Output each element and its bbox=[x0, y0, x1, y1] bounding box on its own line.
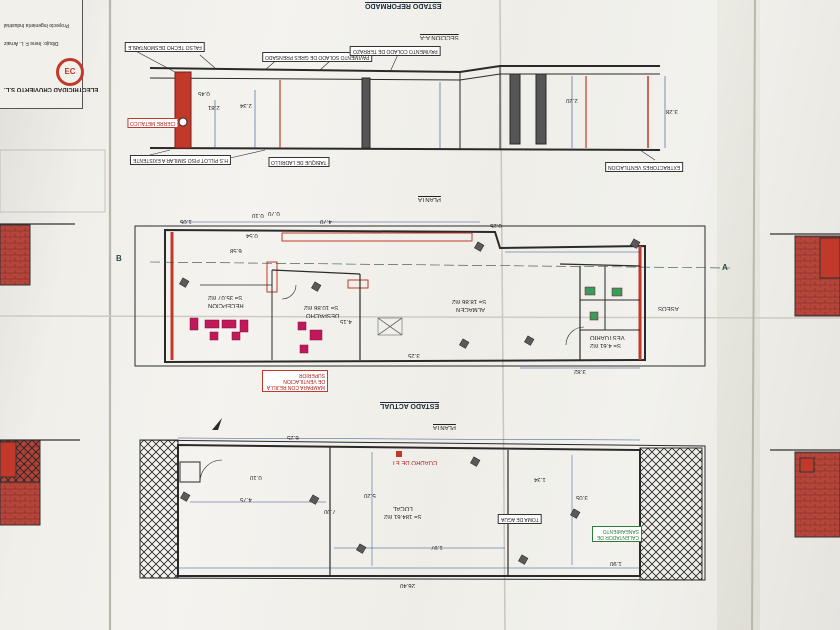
dim-label: 1.34 bbox=[534, 476, 546, 482]
title-block: EC ELECTRICIDAD CRUVIERTO S.L. Proyecto … bbox=[0, 0, 98, 109]
dim-label: 26.40 bbox=[400, 582, 416, 588]
plan-heading-bottom: PLANTA bbox=[433, 424, 456, 430]
room-office-area: S= 10.86 m2 bbox=[304, 304, 339, 310]
plan-current bbox=[139, 437, 706, 581]
dim-label: 4.70 bbox=[320, 218, 332, 224]
dim-label: 3.28 bbox=[666, 108, 678, 114]
section-aa bbox=[129, 47, 666, 161]
note-water-intake: TOMA DE AGUA bbox=[498, 514, 542, 524]
dim-label: 0.70 bbox=[268, 210, 280, 216]
logo-letters: EC bbox=[64, 67, 76, 76]
dim-label: 0.25 bbox=[490, 222, 502, 228]
room-toilets-label: ASEOS bbox=[658, 305, 679, 311]
dim-label: 0.54 bbox=[246, 232, 258, 238]
dim-label: 3.82 bbox=[574, 368, 586, 374]
plan-reformed bbox=[134, 221, 731, 369]
dim-label: 0.10 bbox=[252, 212, 264, 218]
room-storage-label: ALMACEN bbox=[456, 306, 486, 312]
room-office-label: DESPACHO bbox=[306, 312, 340, 318]
room-reception-area: S= 35.07 m2 bbox=[208, 294, 243, 300]
current-state-heading: ESTADO ACTUAL bbox=[380, 402, 440, 409]
note-false-ceiling: FALSO TECHO DESMONTABLE bbox=[125, 42, 205, 52]
dim-label: 2.20 bbox=[566, 97, 578, 103]
section-marker-a: A bbox=[722, 263, 728, 272]
note-terrazo-floor: PAVIMENTO COLADO DE TERRAZO bbox=[350, 46, 441, 56]
dim-label: 1.97 bbox=[431, 544, 443, 550]
dim-label: 2.34 bbox=[240, 102, 252, 108]
dim-label: 7.00 bbox=[324, 508, 336, 514]
north-arrow bbox=[212, 418, 222, 430]
dim-label: 4.15 bbox=[340, 318, 352, 324]
dim-label: 3.05 bbox=[576, 494, 588, 500]
dim-label: 3.25 bbox=[408, 352, 420, 358]
dim-label: 4.75 bbox=[240, 496, 252, 502]
project-line: Proyecto Ingeniería Industrial bbox=[4, 22, 70, 28]
drawn-by: Dibujo: Irene F. L. Arnaiz bbox=[4, 40, 59, 46]
paper-panel-center bbox=[112, 0, 717, 630]
side-details bbox=[0, 149, 840, 538]
reformed-state-heading: ESTADO REFORMADO bbox=[365, 2, 442, 9]
section-heading: SECCION A-A bbox=[420, 34, 459, 40]
dim-label: 0.45 bbox=[198, 90, 210, 96]
plan-heading-top: PLANTA bbox=[418, 196, 441, 202]
dim-label: 5.20 bbox=[364, 492, 376, 498]
section-marker-b: B bbox=[116, 254, 122, 263]
dim-label: 1.05 bbox=[180, 218, 192, 224]
note-metal-shutter: CIERRE METALICO bbox=[127, 118, 179, 128]
company-logo: EC bbox=[56, 58, 84, 86]
note-pillot-floor: H.S PILLOT PISO SIMILAR A EXISTENTE bbox=[130, 155, 231, 165]
dim-label: 6.58 bbox=[230, 247, 242, 253]
room-storage-area: S= 18.86 m2 bbox=[452, 298, 487, 304]
note-water-heater: CALENTADOR DE SANEAMIENTO bbox=[592, 526, 642, 542]
room-reception-label: RECEPCION bbox=[208, 302, 244, 308]
room-local-label: LOCAL bbox=[393, 505, 413, 511]
room-changing-label: VESTUARIO bbox=[590, 334, 625, 340]
dim-label: 0.10 bbox=[250, 474, 262, 480]
note-ventilation-screen: MAMPARA CON REJILLA DE VENTILACION SUPER… bbox=[262, 370, 328, 392]
note-extractors: EXTRACTORES VENTILACION bbox=[605, 162, 684, 172]
dim-label: 2.81 bbox=[208, 104, 220, 110]
dim-label: 1.90 bbox=[610, 560, 622, 566]
company-name: ELECTRICIDAD CRUVIERTO S.L. bbox=[4, 86, 99, 92]
room-changing-area: S= 4.61 m2 bbox=[590, 342, 621, 348]
room-local-area: S= 184.61 m2 bbox=[384, 513, 422, 519]
note-electric-panel: CUADRO DE ET bbox=[392, 459, 438, 465]
dim-label: 6.25 bbox=[287, 434, 299, 440]
note-brick-partition: TABIQUE DE LADRILLO bbox=[268, 157, 330, 167]
